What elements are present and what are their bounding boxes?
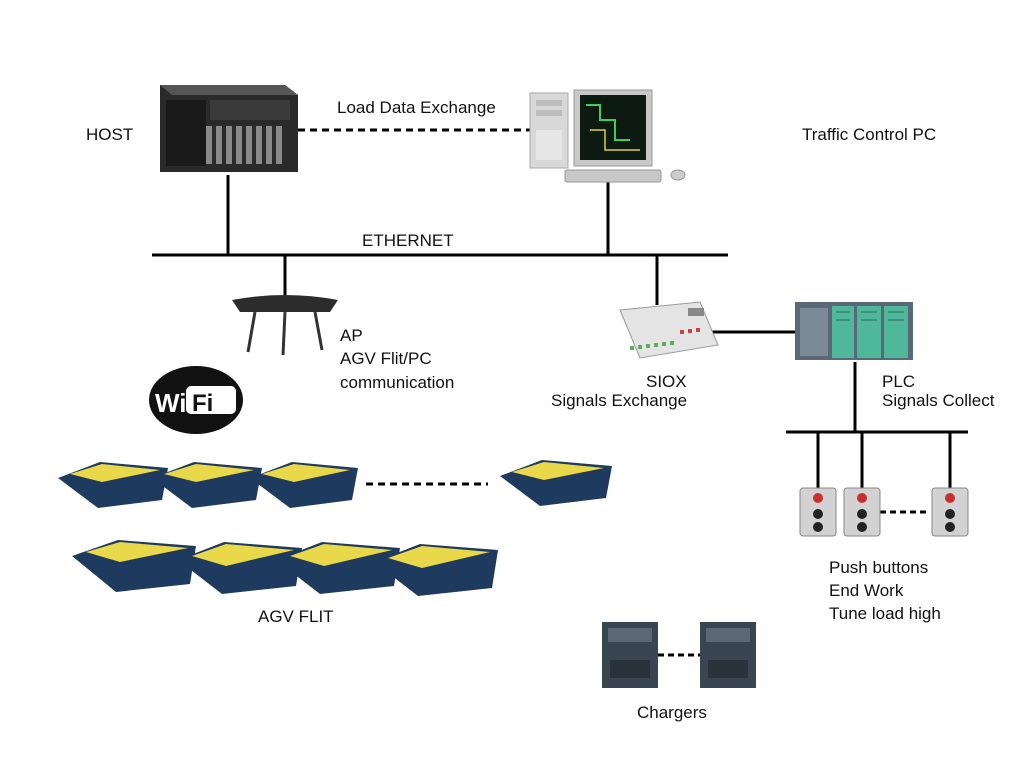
agv-flit-label: AGV FLIT <box>258 607 334 626</box>
plc-rack-icon <box>795 302 913 360</box>
plc-label: PLC <box>882 372 916 391</box>
agv-vehicle-icon <box>276 542 400 594</box>
load-data-exchange-label: Load Data Exchange <box>337 98 496 117</box>
tune-load-high-label: Tune load high <box>829 604 941 623</box>
siox-desc-label: Signals Exchange <box>551 391 688 410</box>
push-buttons-label: Push buttons <box>829 558 929 577</box>
agv-vehicle-icon <box>72 540 196 592</box>
end-work-label: End Work <box>829 581 904 600</box>
svg-text:Fi: Fi <box>192 390 213 417</box>
agv-vehicle-icon <box>374 544 498 596</box>
ap-desc-line-2: communication <box>340 373 455 392</box>
charger-icon <box>602 622 658 688</box>
push-button-box-icon <box>799 487 837 537</box>
access-point-icon <box>232 295 338 356</box>
agv-vehicle-icon <box>178 542 302 594</box>
agv-vehicle-icon <box>58 462 168 508</box>
connection-lines <box>152 128 968 657</box>
host-label: HOST <box>86 125 134 144</box>
plc-desc-label: Signals Collect <box>882 391 995 410</box>
agv-vehicle-icon <box>500 460 612 506</box>
push-button-box-icon <box>843 487 881 537</box>
svg-text:Wi: Wi <box>155 388 187 418</box>
charger-icon <box>700 622 756 688</box>
ethernet-label: ETHERNET <box>362 231 454 250</box>
chargers-label: Chargers <box>637 703 707 722</box>
host-server-icon <box>160 85 298 172</box>
ap-desc-line-1: AGV Flit/PC <box>340 349 432 368</box>
traffic-control-pc-label: Traffic Control PC <box>802 125 937 144</box>
push-button-box-icon <box>931 487 969 537</box>
agv-vehicle-icon <box>250 462 358 508</box>
agv-vehicle-icon <box>152 462 262 508</box>
siox-module-icon <box>619 301 719 359</box>
traffic-control-pc-icon <box>529 89 686 183</box>
wifi-logo: Wi Fi <box>149 366 243 434</box>
ap-label: AP <box>340 326 363 345</box>
siox-label: SIOX <box>646 372 687 391</box>
